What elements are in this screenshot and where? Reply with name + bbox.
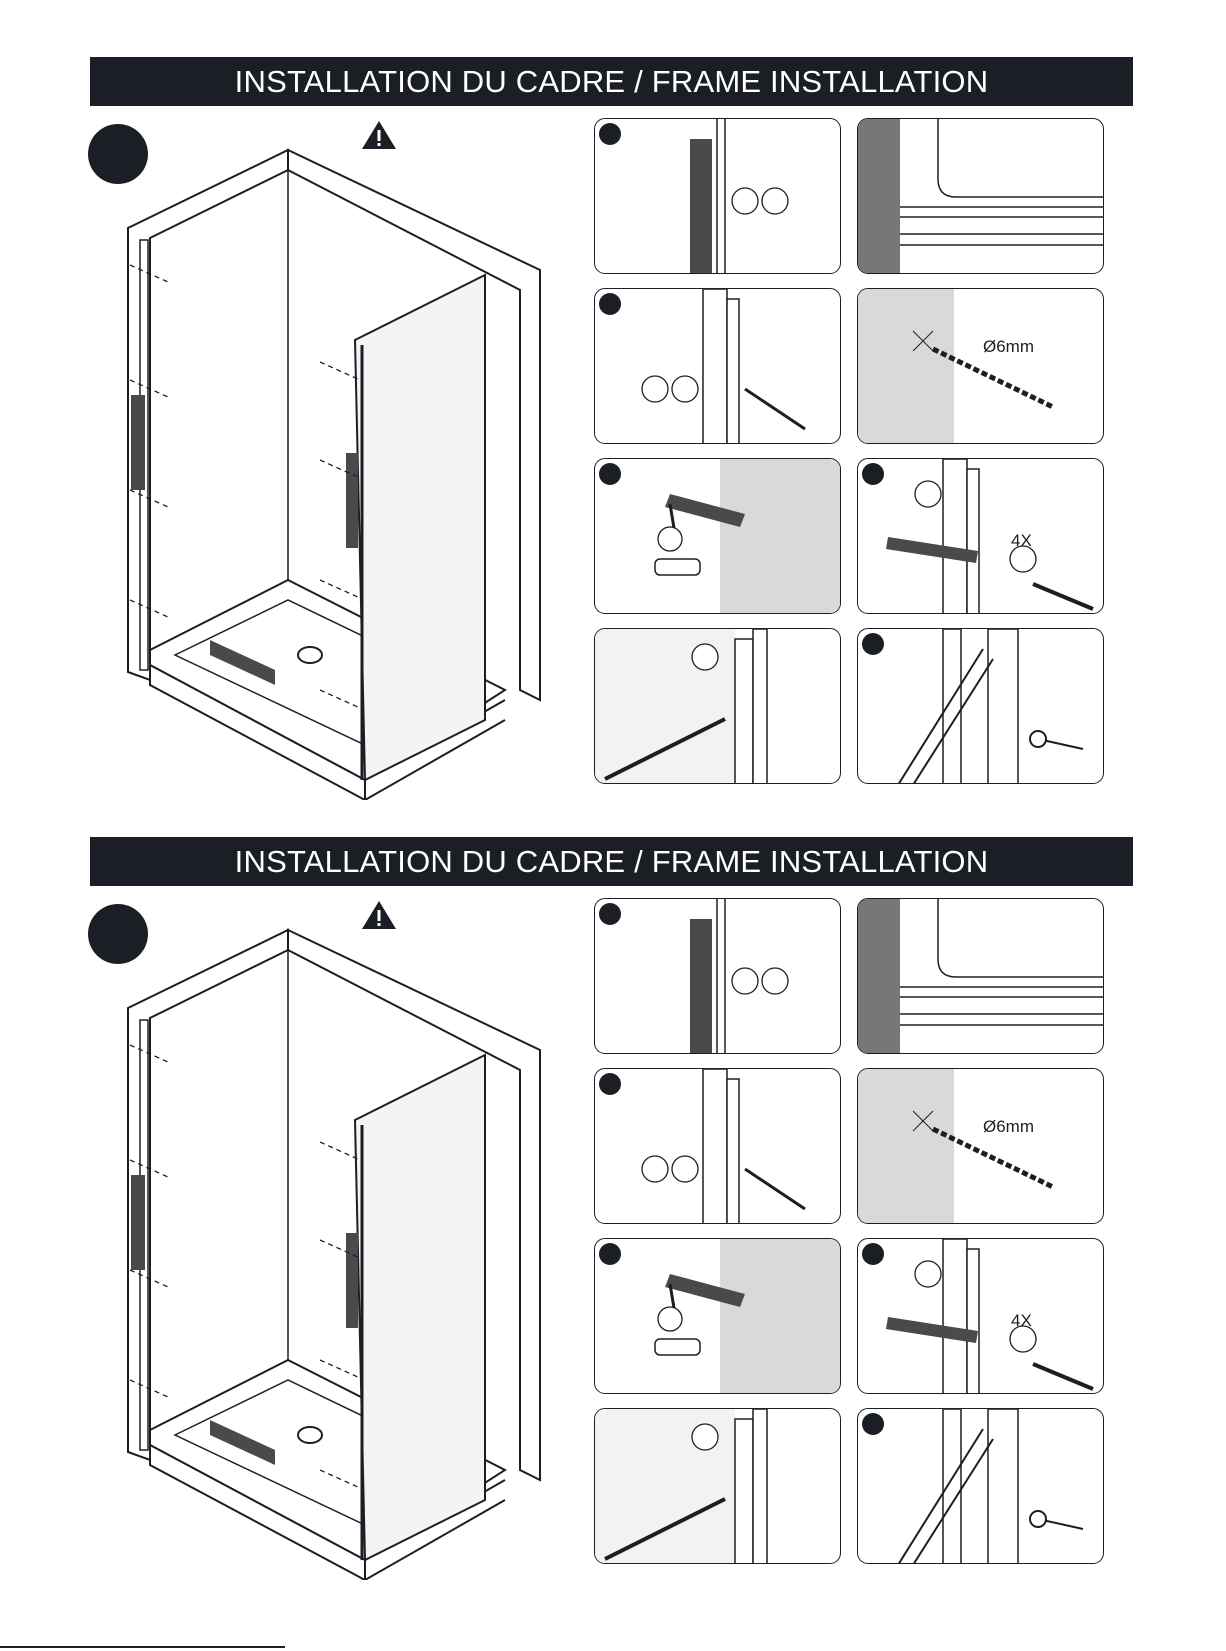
screw-count-label: 4X — [1011, 531, 1032, 551]
panel-profile-bottom — [857, 118, 1104, 274]
footer-rule — [0, 1646, 285, 1648]
shower-enclosure-illustration — [110, 140, 550, 800]
panel-silicone — [594, 458, 841, 614]
panel-mark-holes — [594, 288, 841, 444]
drill-size-label: Ø6mm — [983, 1117, 1034, 1137]
shower-enclosure-illustration — [110, 920, 550, 1580]
panel-profile-bottom — [857, 898, 1104, 1054]
adjust-drawing — [858, 1409, 1104, 1564]
panel-adjust — [857, 1408, 1104, 1564]
silicone-drawing — [595, 459, 841, 614]
profile-drawing — [858, 899, 1104, 1054]
panel-drill: Ø6mm — [857, 288, 1104, 444]
panel-adjust — [857, 628, 1104, 784]
bracket-drawing — [595, 119, 841, 274]
panel-screw: 4X — [857, 458, 1104, 614]
profile-drawing — [858, 119, 1104, 274]
drill-drawing — [858, 1069, 1104, 1224]
marking-drawing — [595, 1069, 841, 1224]
panel-fix-profile — [594, 1408, 841, 1564]
drill-size-label: Ø6mm — [983, 337, 1034, 357]
frame-installation-section-1: INSTALLATION DU CADRE / FRAME INSTALLATI… — [0, 0, 1226, 780]
panel-drill: Ø6mm — [857, 1068, 1104, 1224]
section-banner: INSTALLATION DU CADRE / FRAME INSTALLATI… — [90, 57, 1133, 106]
marking-drawing — [595, 289, 841, 444]
fix-profile-drawing — [595, 629, 841, 784]
section-banner: INSTALLATION DU CADRE / FRAME INSTALLATI… — [90, 837, 1133, 886]
screw-drawing — [858, 1239, 1104, 1394]
bracket-drawing — [595, 899, 841, 1054]
fix-profile-drawing — [595, 1409, 841, 1564]
panel-bracket — [594, 118, 841, 274]
silicone-drawing — [595, 1239, 841, 1394]
screw-count-label: 4X — [1011, 1311, 1032, 1331]
panel-fix-profile — [594, 628, 841, 784]
drill-drawing — [858, 289, 1104, 444]
panel-screw: 4X — [857, 1238, 1104, 1394]
frame-installation-section-2: INSTALLATION DU CADRE / FRAME INSTALLATI… — [0, 780, 1226, 1560]
screw-drawing — [858, 459, 1104, 614]
adjust-drawing — [858, 629, 1104, 784]
panel-bracket — [594, 898, 841, 1054]
panel-mark-holes — [594, 1068, 841, 1224]
panel-silicone — [594, 1238, 841, 1394]
